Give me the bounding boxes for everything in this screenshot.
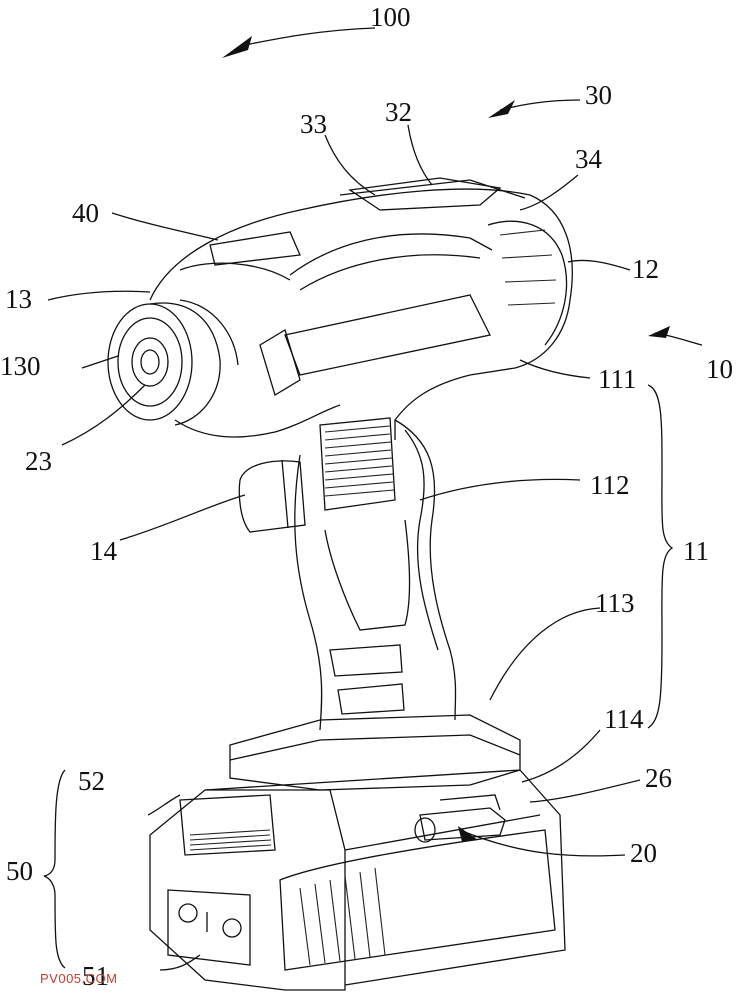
label-130: 130: [0, 351, 41, 381]
watermark-text: PV005.COM: [40, 971, 117, 986]
label-23: 23: [25, 446, 52, 476]
label-51: 51: [82, 961, 109, 991]
battery-button-ribs: [189, 829, 272, 851]
label-30: 30: [585, 80, 612, 110]
label-40: 40: [72, 198, 99, 228]
label-33: 33: [300, 109, 327, 139]
tool-body: [107, 177, 573, 991]
label-50: 50: [6, 856, 33, 886]
reference-labels: 100 30 33 32 34 40 12 10 13 130 23 111 1…: [0, 2, 733, 991]
label-111: 111: [598, 364, 637, 394]
label-32: 32: [385, 97, 412, 127]
label-11: 11: [683, 536, 709, 566]
label-20: 20: [630, 838, 657, 868]
label-26: 26: [645, 763, 672, 793]
label-14: 14: [90, 536, 118, 566]
label-13: 13: [5, 284, 32, 314]
label-114: 114: [604, 704, 644, 734]
battery-ribs: [299, 867, 386, 966]
label-34: 34: [575, 144, 603, 174]
label-52: 52: [78, 766, 105, 796]
label-12: 12: [632, 254, 659, 284]
label-113: 113: [595, 588, 635, 618]
label-10: 10: [706, 354, 733, 384]
grip-ribs: [324, 425, 395, 497]
label-112: 112: [590, 470, 630, 500]
label-100: 100: [370, 2, 411, 32]
leader-lines: [43, 27, 703, 971]
